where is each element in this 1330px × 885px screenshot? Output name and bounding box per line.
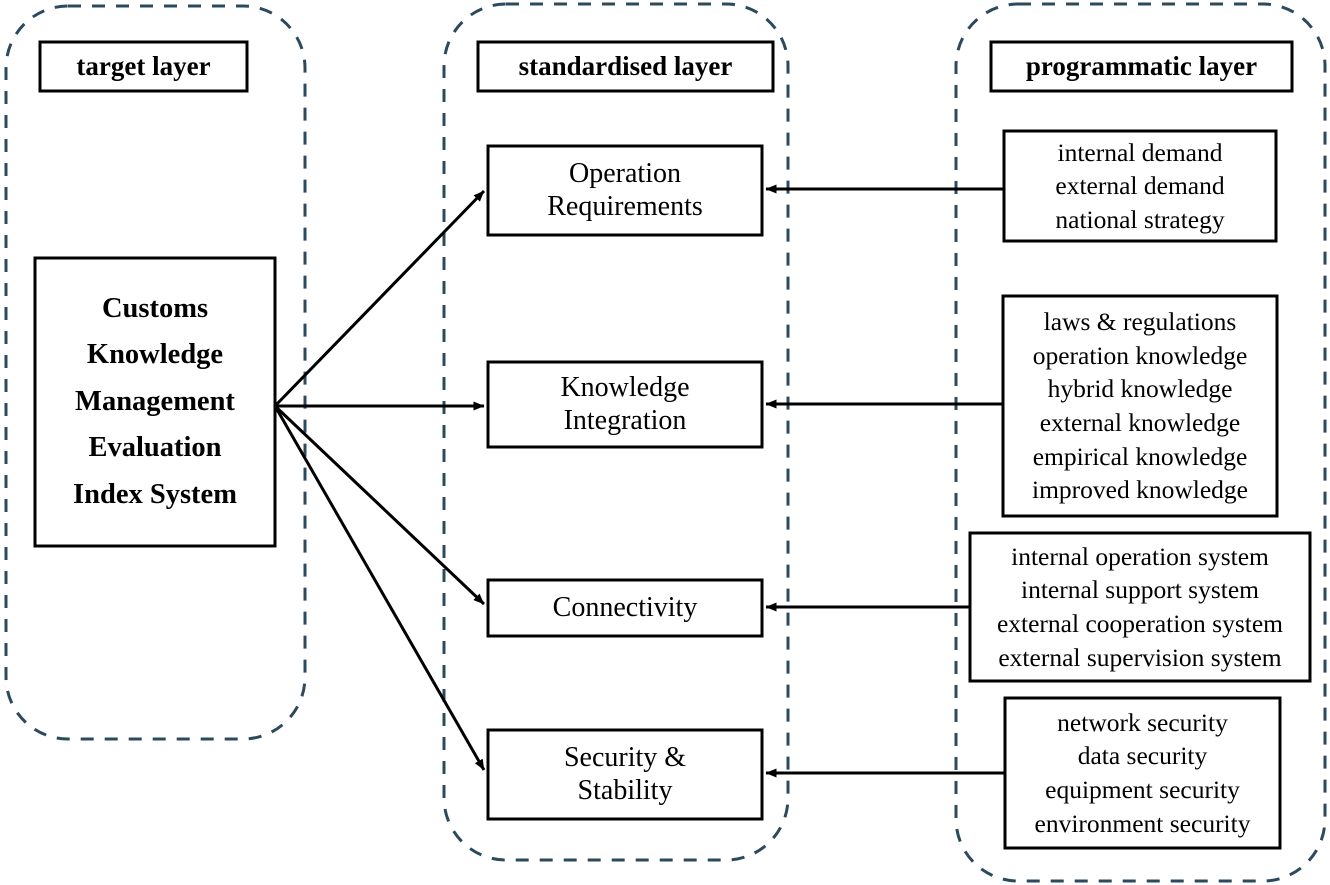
node-connectivity-box[interactable] bbox=[486, 578, 764, 638]
standardised-layer-header-box bbox=[476, 40, 775, 93]
node-demand-strategy-box[interactable] bbox=[1002, 129, 1278, 243]
arrow-customs-to-security-stability bbox=[273, 405, 486, 771]
standardised-layer-container bbox=[442, 2, 790, 862]
node-operation-requirements-box[interactable] bbox=[486, 144, 764, 237]
arrow-customs-to-operation-requirements bbox=[273, 189, 486, 408]
node-security-stability-box[interactable] bbox=[486, 728, 764, 821]
target-layer-header-label: target layer bbox=[76, 51, 211, 81]
node-knowledge-sources-box[interactable] bbox=[1001, 294, 1279, 518]
target-layer-container bbox=[4, 4, 307, 741]
programmatic-layer-header-label: programmatic layer bbox=[1025, 51, 1258, 81]
node-systems-box[interactable] bbox=[968, 531, 1312, 683]
node-customs-kmeis-box[interactable] bbox=[33, 256, 277, 548]
node-security-items-box[interactable] bbox=[1003, 696, 1282, 850]
target-layer-header-box bbox=[38, 40, 249, 93]
programmatic-layer-container bbox=[954, 2, 1327, 883]
arrow-customs-to-connectivity bbox=[273, 404, 486, 606]
node-knowledge-integration-box[interactable] bbox=[486, 360, 764, 449]
programmatic-layer-header-box bbox=[989, 40, 1294, 93]
standardised-layer-header-label: standardised layer bbox=[518, 51, 733, 81]
